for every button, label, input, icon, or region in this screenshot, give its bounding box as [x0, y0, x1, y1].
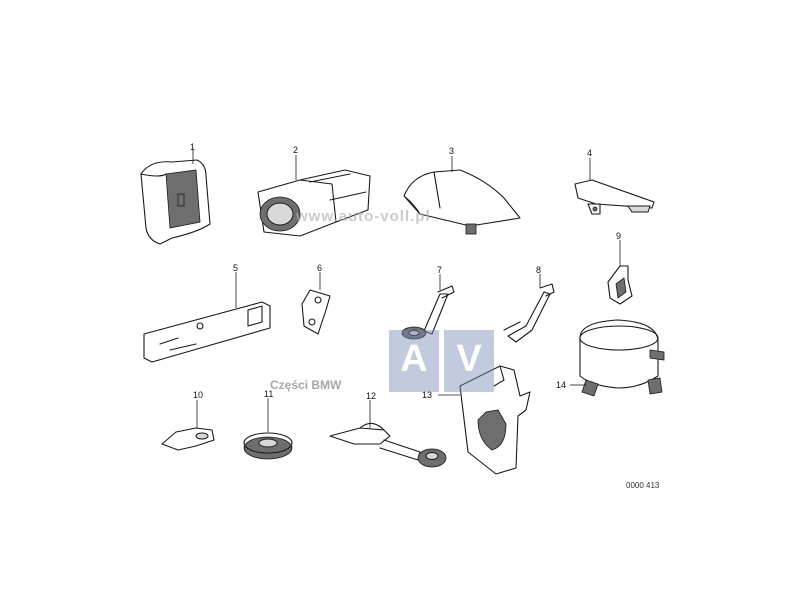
part-11-grommet — [243, 398, 293, 460]
part-5-mounting-strip — [143, 272, 271, 363]
watermark-logo-box-left: A — [389, 330, 439, 392]
part-13-column-bracket — [438, 365, 531, 475]
part-10-terminal-lug — [161, 400, 215, 451]
callout-10: 10 — [193, 390, 203, 400]
callout-3: 3 — [449, 146, 454, 156]
part-7-ring-strap — [401, 274, 455, 340]
callout-11: 11 — [264, 389, 273, 399]
callout-9: 9 — [616, 231, 621, 241]
drawing-number: 0000 413 — [626, 481, 660, 490]
watermark-logo: A V — [389, 330, 494, 392]
part-6-angle-bracket — [301, 272, 331, 335]
watermark-logo-box-right: V — [444, 330, 494, 392]
part-14-relay-housing — [570, 319, 665, 397]
part-4-bracket-plate — [574, 158, 655, 215]
callout-8: 8 — [536, 265, 541, 275]
part-1-cap — [140, 150, 211, 245]
callout-13: 13 — [422, 390, 432, 400]
callout-2: 2 — [293, 145, 298, 155]
watermark-url: www.auto-voll.pl — [296, 208, 431, 225]
watermark-logo-letter-a: A — [400, 338, 428, 380]
watermark-logo-letter-v: V — [456, 338, 482, 380]
part-9-clip — [607, 240, 633, 305]
callout-6: 6 — [317, 263, 322, 273]
part-8-fork-strap — [503, 274, 555, 343]
callout-7: 7 — [437, 265, 442, 275]
part-2-connector-housing — [257, 155, 371, 237]
part-12-cable-strap — [329, 400, 447, 468]
watermark-shop-name: Części BMW — [270, 378, 342, 392]
callout-12: 12 — [366, 391, 376, 401]
callout-5: 5 — [233, 263, 238, 273]
callout-14: 14 — [556, 380, 566, 390]
callout-4: 4 — [587, 148, 592, 158]
callout-1: 1 — [190, 142, 195, 152]
part-3-cover — [403, 156, 521, 235]
